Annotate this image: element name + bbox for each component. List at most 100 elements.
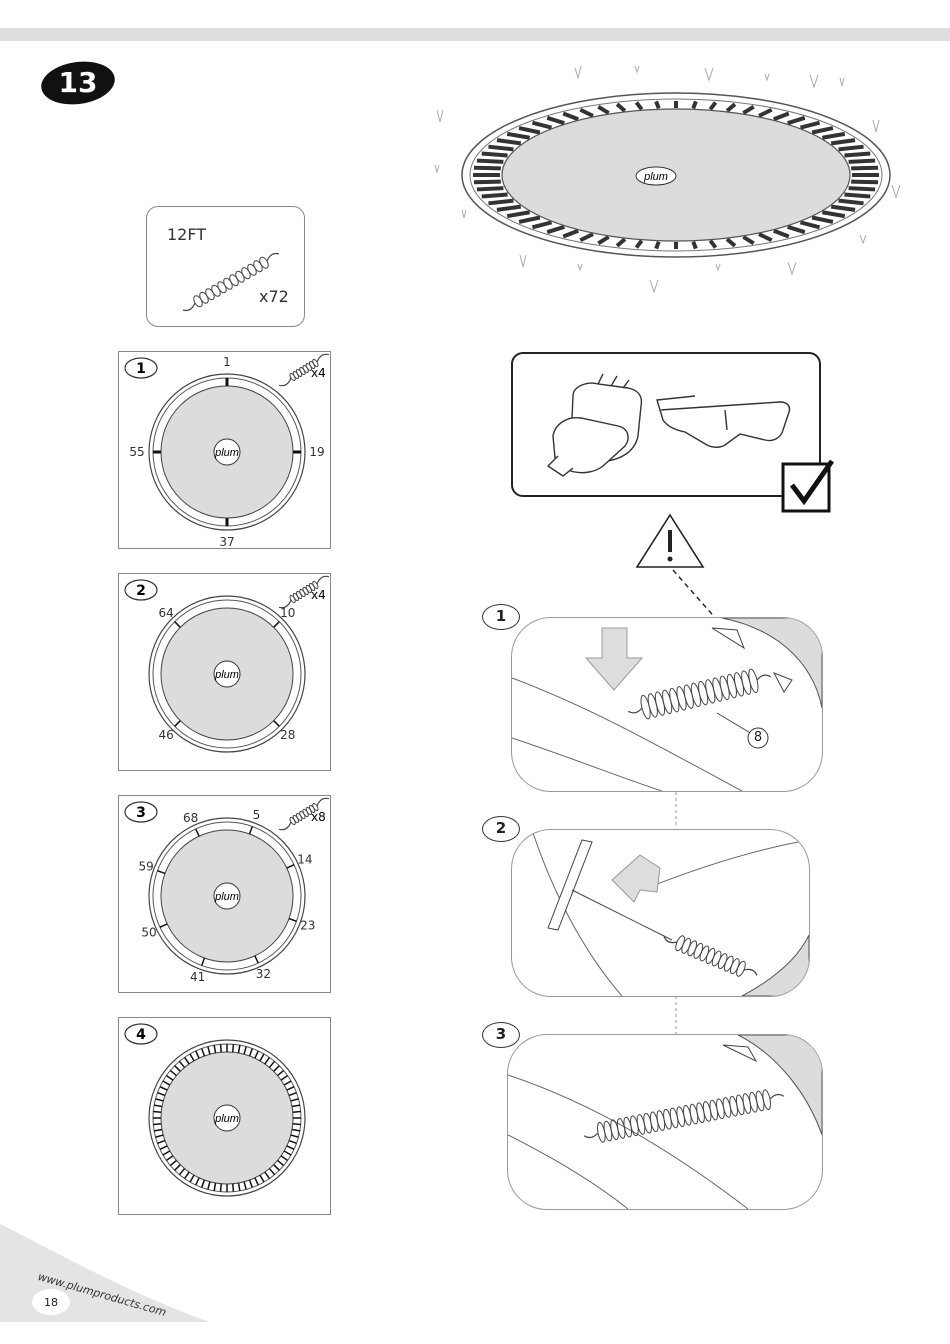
position-label: 1 (223, 355, 231, 369)
install-step-panel-1: 8 (511, 617, 823, 792)
install-step-badge-2: 2 (482, 816, 520, 842)
spring-marker (290, 1098, 299, 1102)
spring-marker (155, 1134, 164, 1138)
spring-count: x4 (311, 366, 326, 380)
spring-marker (183, 1171, 190, 1180)
spring-marker (174, 1164, 181, 1171)
header-band (0, 28, 950, 41)
spring-marker (232, 1183, 235, 1192)
spring-marker (264, 1171, 271, 1180)
spring-marker (200, 1179, 206, 1188)
spring-marker (248, 1048, 254, 1057)
spring-marker (288, 1091, 297, 1097)
spring-marker (292, 1123, 301, 1126)
spring-marker (232, 1044, 235, 1053)
callout-number: 8 (753, 730, 763, 745)
spring-marker (254, 1177, 259, 1186)
plum-logo: plum (214, 669, 239, 681)
plum-logo: plum (214, 1113, 239, 1125)
spring-marker (291, 1104, 301, 1108)
spring-marker (162, 1080, 171, 1086)
spring-icon (278, 575, 330, 609)
spring-marker (153, 1104, 163, 1108)
spring-marker (286, 1086, 295, 1091)
spring-marker (243, 1046, 247, 1055)
spring-marker (207, 1046, 211, 1055)
spring-marker (248, 1179, 254, 1188)
spring-marker (243, 1181, 247, 1190)
spring-marker (165, 1074, 174, 1081)
panel-number: 1 (136, 361, 146, 377)
spring-marker (195, 828, 200, 837)
panel-number: 4 (136, 1027, 146, 1043)
spring-icon (278, 353, 330, 387)
spring-marker (264, 1056, 271, 1065)
top-plum-logo: plum (643, 171, 668, 183)
spring-marker (157, 1091, 166, 1097)
spring-marker (174, 720, 181, 727)
spring-marker (237, 1182, 241, 1192)
spring-marker (277, 1069, 285, 1077)
position-label: 32 (256, 967, 271, 981)
spring-marker (189, 1174, 195, 1183)
spring-marker (288, 917, 297, 923)
spring-marker (283, 1150, 292, 1156)
panel-number: 3 (136, 805, 146, 821)
position-label: 37 (219, 535, 234, 549)
position-label: 41 (190, 970, 205, 984)
position-label: 23 (300, 918, 315, 932)
page-number: 18 (32, 1289, 70, 1315)
spring-marker (169, 1159, 177, 1167)
spring-marker (195, 1050, 200, 1059)
checkmark-icon (781, 459, 835, 513)
position-label: 10 (280, 606, 295, 620)
diagram-panel-4: 4 plum (118, 1017, 331, 1215)
spring-marker (207, 1181, 211, 1190)
install-step-badge-3: 3 (482, 1022, 520, 1048)
kit-quantity-label: x72 (259, 287, 289, 306)
position-label: 68 (183, 811, 198, 825)
spring-marker (219, 1183, 222, 1192)
spring-marker (259, 1053, 265, 1062)
spring-marker (291, 1128, 301, 1132)
spring-marker (273, 720, 280, 727)
position-label: 59 (139, 860, 154, 874)
spring-marker (162, 1150, 171, 1156)
position-label: 5 (253, 808, 261, 822)
spring-marker (169, 1069, 177, 1077)
spring-marker (273, 621, 280, 628)
spring-marker (268, 1168, 276, 1176)
spring-marker (157, 1139, 166, 1145)
step-badge: 13 (40, 61, 116, 105)
spring-marker (174, 1065, 181, 1072)
spring-marker (280, 1155, 289, 1162)
spring-count: x4 (311, 588, 326, 602)
spring-marker (183, 1056, 190, 1065)
spring-marker (159, 1145, 168, 1150)
spring-marker (290, 1134, 299, 1138)
spring-marker (248, 826, 254, 835)
plum-logo: plum (214, 447, 239, 459)
spring-marker (189, 1053, 195, 1062)
spring-marker (200, 1048, 206, 1057)
spring-marker (178, 1060, 186, 1068)
position-label: 64 (159, 606, 174, 620)
spring-marker (200, 957, 206, 966)
spring-marker (286, 1145, 295, 1150)
spring-marker (288, 1139, 297, 1145)
spring-marker (174, 621, 181, 628)
spring-marker (155, 1098, 164, 1102)
spring-marker (268, 1060, 276, 1068)
spring-marker (273, 1164, 280, 1171)
spring-marker (219, 1044, 222, 1053)
position-label: 46 (159, 728, 174, 742)
position-label: 28 (280, 728, 295, 742)
spring-marker (195, 1177, 200, 1186)
spring-marker (254, 1050, 259, 1059)
spring-marker (157, 869, 166, 875)
